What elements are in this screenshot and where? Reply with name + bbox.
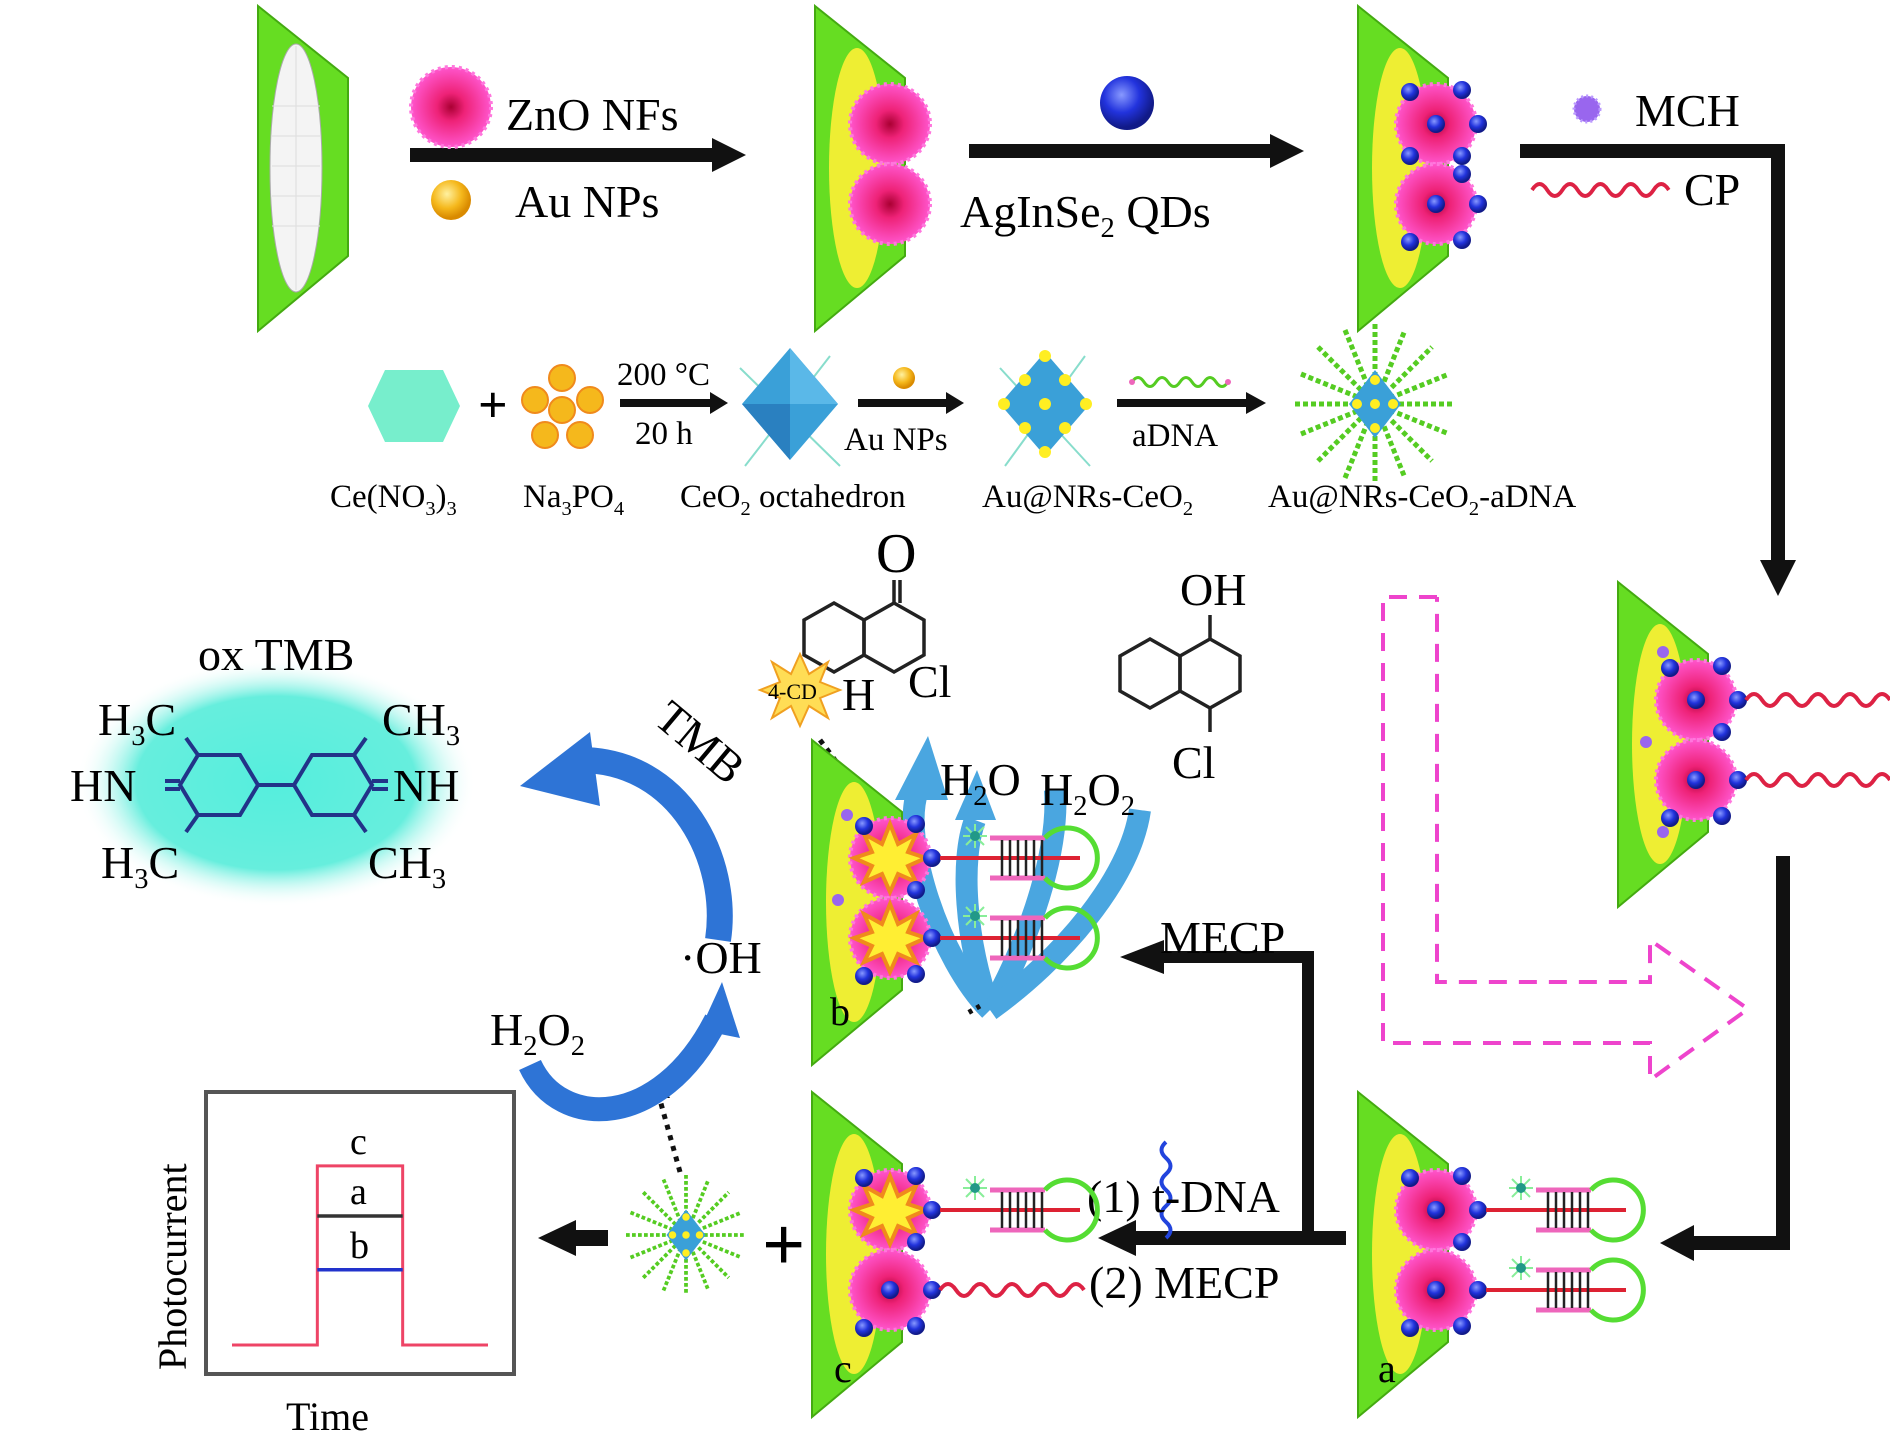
release-arrow <box>538 1220 608 1256</box>
4-cn-reactant-structure <box>1118 615 1242 732</box>
dashed-flow-arrow <box>1381 595 1752 1084</box>
oxtmb-mid-right: NH <box>393 760 459 811</box>
mch-icon <box>1572 94 1602 124</box>
electrode-c-label: c <box>834 1346 852 1391</box>
oxtmb-top-right: CH3 <box>382 694 460 752</box>
hydroxyl-radical-label: ·OH <box>680 932 762 983</box>
product-cl-label: Cl <box>908 656 951 707</box>
step1-arrow <box>410 138 746 172</box>
oxtmb-title: ox TMB <box>198 629 354 680</box>
reactant-cl-label: Cl <box>1172 737 1215 788</box>
ceo2-octahedron-icon <box>739 348 841 467</box>
series-label-b: b <box>350 1225 369 1267</box>
electrode-b-label: b <box>830 989 850 1034</box>
au-nanoparticle-icon <box>431 180 471 220</box>
au-nrs-ceo2-adna-icon <box>1295 324 1455 484</box>
na3po4-label: Na3PO4 <box>523 479 624 520</box>
series-label-a: a <box>350 1171 367 1213</box>
svg-text:4-CD: 4-CD <box>768 679 817 704</box>
na3po4-particles-icon <box>521 364 604 449</box>
mecp-to-b-label: MECP <box>1160 912 1285 963</box>
precipitation-arrows <box>902 786 1151 1019</box>
h2o2-decomposition-arrow <box>519 982 740 1122</box>
product-h-label: H <box>842 669 875 720</box>
y-axis-label: Photocurrent <box>150 1163 195 1370</box>
product-oxygen-label: O <box>876 523 916 585</box>
synthesis-arrow-3 <box>1117 392 1266 414</box>
cp-label: CP <box>1684 164 1740 215</box>
plus-sign-2: + <box>762 1203 805 1287</box>
au-nps-label: Au NPs <box>515 176 659 227</box>
oxtmb-bottom-left: H3C <box>101 837 179 895</box>
step3-arrow <box>1520 144 1796 596</box>
ceo2-octahedron-label: CeO2 octahedron <box>680 479 906 520</box>
au-nps-synthesis-label: Au NPs <box>844 422 948 458</box>
adna-label: aDNA <box>1132 418 1218 454</box>
series-label-c: c <box>350 1121 367 1163</box>
bare-electrode <box>257 5 349 332</box>
precipitation-arrowhead-2 <box>955 770 996 820</box>
h2o2-cycle-label: H2O2 <box>490 1004 585 1062</box>
electrode-a: a <box>1357 1091 1643 1418</box>
duration-label: 20 h <box>635 416 693 452</box>
reactant-oh-label: OH <box>1180 564 1246 615</box>
electrode-c: c <box>811 1091 1097 1418</box>
peroxide-label: H2O2 <box>1040 764 1135 822</box>
plus-sign-1: + <box>478 377 508 434</box>
tmb-oxidation-arrow <box>520 732 733 942</box>
ce-nitrate-label: Ce(NO3)3 <box>330 479 457 520</box>
temperature-label: 200 °C <box>617 357 710 393</box>
step2-arrow <box>969 134 1304 168</box>
step4-arrow <box>1660 856 1790 1261</box>
x-axis-label: Time <box>286 1394 369 1439</box>
electrode-with-cp <box>1617 581 1890 908</box>
electrode-zno-au <box>814 5 932 332</box>
oxtmb-bottom-right: CH3 <box>368 837 446 895</box>
water-label: H2O <box>940 754 1021 812</box>
t-dna-strand-icon <box>1159 1140 1173 1240</box>
precipitation-arrowhead-1 <box>895 736 948 800</box>
series-line-c <box>232 1164 488 1347</box>
mch-label: MCH <box>1635 85 1740 136</box>
zno-nanoflower-icon <box>409 65 493 149</box>
electrode-zno-au-qds <box>1357 5 1487 332</box>
oxtmb-top-left: H3C <box>98 694 176 752</box>
4-cd-product-structure <box>802 580 926 675</box>
mecp-to-c-label: (2) MECP <box>1089 1257 1279 1308</box>
photocurrent-chart: cab Photocurrent Time <box>150 1090 516 1439</box>
electrode-b: b <box>811 739 1097 1066</box>
capture-probe-icon <box>1530 182 1671 198</box>
synthesis-arrow-1 <box>620 392 728 414</box>
synthesis-arrow-2 <box>858 392 964 414</box>
t-dna-label: (1) t-DNA <box>1087 1171 1280 1222</box>
oxtmb-structure <box>165 736 388 834</box>
ce-nitrate-hexagon-icon <box>368 370 460 442</box>
electrode-a-label: a <box>1378 1346 1396 1391</box>
zno-nfs-label: ZnO NFs <box>506 89 679 140</box>
released-probe-icon <box>624 1173 748 1297</box>
au-nrs-ceo2-label: Au@NRs-CeO2 <box>982 479 1193 520</box>
au-nrs-ceo2-icon <box>998 350 1092 467</box>
au-nrs-ceo2-adna-label: Au@NRs-CeO2-aDNA <box>1268 479 1576 520</box>
adna-strand-icon <box>1129 376 1231 388</box>
chart-frame <box>204 1090 516 1376</box>
agInSe2-qd-icon <box>1100 76 1154 130</box>
oxtmb-mid-left: HN <box>70 760 136 811</box>
au-np-small-icon <box>893 367 915 389</box>
aginse2-qds-label: AgInSe2 QDs <box>960 186 1211 244</box>
4-cd-badge: 4-CD <box>757 651 843 729</box>
